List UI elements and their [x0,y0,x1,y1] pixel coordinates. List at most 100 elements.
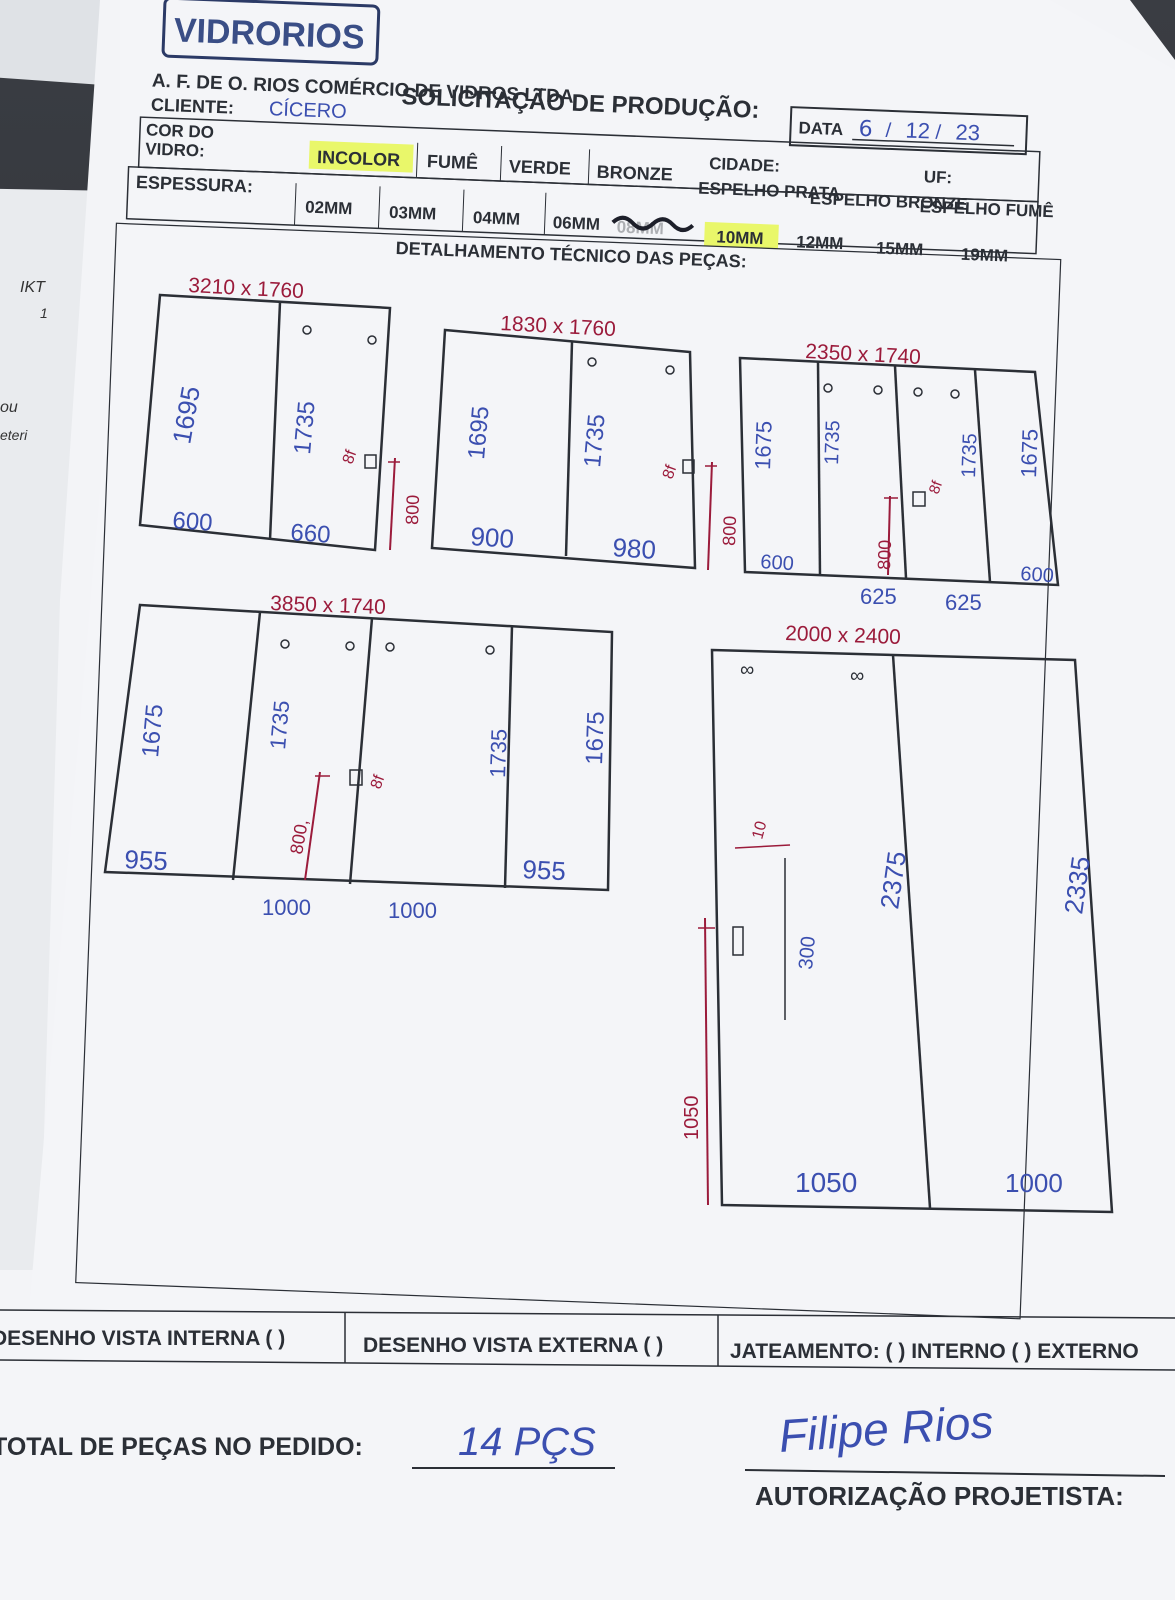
color-option-verde[interactable]: VERDE [509,156,572,178]
handle-icon [732,926,744,956]
width-label: 955 [522,854,567,886]
handle-icon [349,769,363,786]
width-label: 625 [860,584,897,609]
handle-icon [912,491,926,507]
height-label: 1735 [485,728,512,778]
height-label: 1675 [581,711,610,765]
width-label: 955 [124,844,169,876]
drawing-3: 2350 x 1740 1675 1735 1735 1675 600 625 … [738,340,1060,615]
width-label: 660 [290,519,332,549]
client-value: CÍCERO [269,97,348,123]
glass-color-label: COR DO [146,120,215,142]
hole-icon [485,645,495,655]
selected-thickness-highlight [703,221,779,249]
thickness-option-02mm[interactable]: 02MM [305,198,353,219]
margin-note: eteri [0,427,28,443]
height-label: 1675 [750,420,777,470]
selected-color-highlight [308,140,414,173]
handle-height-label: 800 [719,515,740,546]
hole-icon [873,385,883,395]
company-logo: VIDRORIOS [173,11,365,56]
svg-text:VIDRO:: VIDRO: [145,139,205,160]
dimension-label: 300 [795,935,820,970]
date-year: 23 [955,119,980,145]
date-label: DATA [798,118,843,139]
hole-icon [280,639,290,649]
height-label: 1735 [958,433,982,478]
note-label: 8f [340,447,361,466]
hole-icon [950,389,960,399]
hole-icon [665,365,675,375]
handle-height-label: 800 [874,539,895,570]
hole-icon [913,387,923,397]
date-box [788,106,1029,156]
drawing-4: 3850 x 1740 1675 1735 1735 1675 955 1000… [103,592,614,923]
dimension-label: 1050 [681,1096,703,1141]
note-label: 8f [368,772,389,791]
hole-icon [587,357,597,367]
external-view-option[interactable]: DESENHO VISTA EXTERNA ( ) [363,1334,663,1357]
total-pieces-value: 14 PÇS [458,1420,596,1464]
hinge-icon: ∞ [740,659,754,681]
hinge-icon: ∞ [850,665,864,687]
thickness-option-10mm[interactable]: 10MM [716,227,764,248]
handle-icon [364,454,377,469]
form-footer: DESENHO VISTA INTERNA ( ) DESENHO VISTA … [0,1309,1175,1511]
thickness-label: ESPESSURA: [136,172,254,196]
glass-color-table: COR DO VIDRO: INCOLOR FUMÊ VERDE BRONZE … [137,116,1054,221]
note-label: 8f [660,462,681,481]
width-label: 900 [470,521,515,554]
hole-icon [302,325,312,335]
uf-label: UF: [923,167,952,187]
handle-icon [682,459,695,474]
client-label: CLIENTE: [151,95,235,118]
drawing-2: 1830 x 1760 1695 1735 900 980 8f 800 [430,312,740,571]
thickness-option-15mm[interactable]: 15MM [876,238,924,259]
color-option-incolor[interactable]: INCOLOR [317,147,401,170]
height-label: 1695 [463,405,495,461]
height-label: 1735 [289,400,321,456]
margin-note: IKT [20,279,46,296]
height-label: 1735 [579,413,611,469]
margin-note: ou [0,399,18,416]
width-label: 600 [760,551,795,575]
color-option-bronze[interactable]: BRONZE [596,162,673,185]
thickness-option-12mm[interactable]: 12MM [796,232,844,253]
logo-frame [161,0,381,66]
hole-icon [385,642,395,652]
authorization-label: AUTORIZAÇÃO PROJETISTA: [755,1481,1124,1511]
dimension-label: 10 [749,819,770,841]
drawing-area-frame [75,222,1062,1320]
height-label: 1675 [1016,428,1043,478]
handle-height-label: 800 [402,494,423,525]
date-day: 6 [858,117,873,143]
color-option-fume[interactable]: FUMÊ [427,150,479,173]
width-label: 1000 [262,895,311,920]
thickness-option-03mm[interactable]: 03MM [389,203,437,224]
width-label: 600 [1020,563,1055,587]
width-label: 1050 [795,1167,857,1198]
hole-icon [823,383,833,393]
margin-note: 1 [40,305,48,321]
thickness-option-04mm[interactable]: 04MM [473,208,521,229]
width-label: 980 [612,532,657,565]
height-label: 1735 [265,699,294,750]
scribble-mark [611,215,695,233]
internal-view-option[interactable]: DESENHO VISTA INTERNA ( ) [0,1327,285,1350]
width-label: 625 [945,590,982,615]
width-label: 1000 [1005,1168,1063,1198]
thickness-option-06mm[interactable]: 06MM [552,213,600,234]
thickness-table: ESPESSURA: 02MM 03MM 04MM 06MM 08MM 10MM… [125,165,1039,266]
thickness-option-19mm[interactable]: 19MM [960,245,1008,266]
hole-icon [345,641,355,651]
width-label: 1000 [388,898,437,923]
sandblasting-option[interactable]: JATEAMENTO: ( ) INTERNO ( ) EXTERNO [730,1340,1139,1363]
date-month: 12 [905,118,930,144]
hole-icon [367,335,377,345]
city-label: CIDADE: [709,154,781,176]
total-pieces-label: TOTAL DE PEÇAS NO PEDIDO: [0,1433,363,1461]
height-label: 1675 [137,703,169,759]
svg-text:/: / [935,122,942,144]
